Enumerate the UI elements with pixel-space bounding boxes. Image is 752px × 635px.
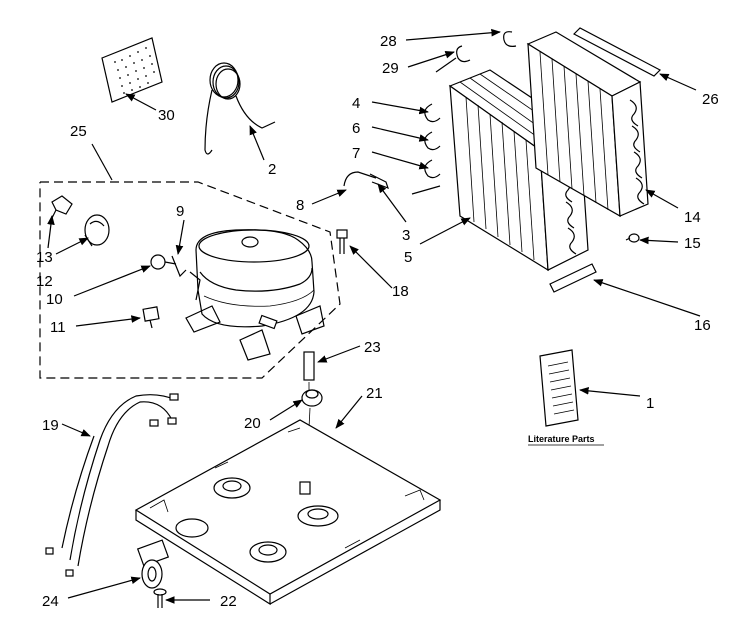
callout-6: 6 [352,120,360,137]
callout-13: 13 [36,249,53,266]
callout-1: 1 [646,395,654,412]
callout-15: 15 [684,235,701,252]
rail-part-16 [549,263,597,293]
callout-29: 29 [382,60,399,77]
callout-12: 12 [36,273,53,290]
screw-part-15 [625,233,640,243]
callout-16: 16 [694,317,711,334]
hook-part-29 [456,45,471,63]
callout-7: 7 [352,145,360,162]
callout-5: 5 [404,249,412,266]
filter-pad-part [101,37,163,103]
bolt-part [336,229,348,254]
compressor-part [185,229,325,361]
compressor-assembly-outline [39,181,341,379]
callout-2: 2 [268,161,276,178]
callout-3: 3 [402,227,410,244]
rail-part-26 [572,27,662,77]
callout-11: 11 [50,319,66,336]
tube-part-8 [343,171,389,190]
callout-22: 22 [220,593,237,610]
grommet-part [301,389,323,489]
callout-23: 23 [364,339,381,356]
callout-8: 8 [296,197,304,214]
callout-4: 4 [352,95,360,112]
wire-harness-part [45,393,179,577]
base-pan-part [134,419,442,606]
callout-18: 18 [392,283,409,300]
bracket-part [142,306,160,329]
callout-20: 20 [244,415,261,432]
clamp-part-7 [424,159,441,179]
literature-parts-label: Literature Parts [528,434,595,444]
callout-14: 14 [684,209,701,226]
caster-part [136,539,170,589]
leader-lines [47,28,701,604]
relay-part [150,254,187,278]
spacer-part [303,351,315,394]
literature-part [539,349,579,427]
callout-28: 28 [380,33,397,50]
callout-10: 10 [46,291,63,308]
callout-26: 26 [702,91,719,108]
clamp-part-6 [424,131,441,151]
capillary-coil-part [204,62,276,155]
callout-25: 25 [70,123,87,140]
hook-part-28 [503,31,517,47]
callout-21: 21 [366,385,383,402]
callout-30: 30 [158,107,175,124]
callout-9: 9 [176,203,184,220]
terminal-cover-part [84,214,110,247]
screw-part [153,588,167,608]
callout-24: 24 [42,593,59,610]
clamp-part-4 [424,103,441,123]
clip-part [51,195,73,219]
callout-labels: 28 29 4 6 7 8 3 5 26 14 15 16 1 30 2 25 … [36,33,719,610]
callout-19: 19 [42,417,59,434]
evaporator-part [526,31,649,218]
